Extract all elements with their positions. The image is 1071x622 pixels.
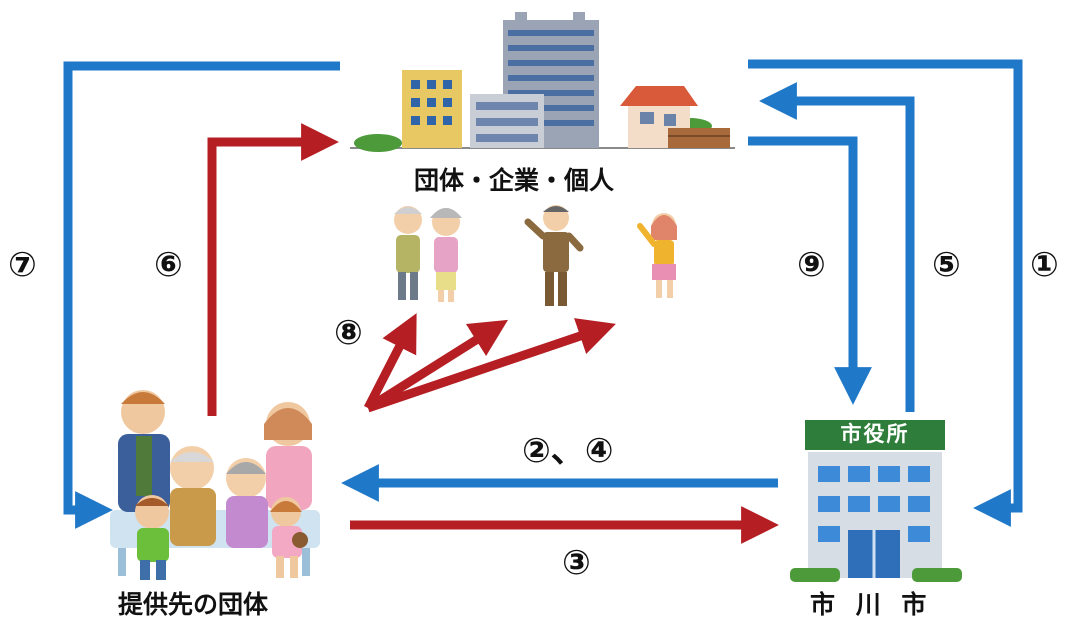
arrow-step-8a xyxy=(363,313,417,411)
city-hall-illustration xyxy=(790,420,962,582)
community-people-illustration xyxy=(394,205,677,306)
step-5-label: ⑤ xyxy=(932,245,961,285)
step-1-label: ① xyxy=(1030,245,1059,285)
step-2-4-label: ②、④ xyxy=(522,431,614,471)
city-hall-sign: 市役所 xyxy=(840,422,910,446)
arrow-step-6 xyxy=(207,123,339,416)
step-8-label: ⑧ xyxy=(334,313,363,353)
community-buildings-illustration xyxy=(350,12,735,152)
arrow-step-8b xyxy=(365,319,508,412)
city-label: 市 川 市 xyxy=(810,590,933,619)
step-7-label: ⑦ xyxy=(8,245,37,285)
step-3-label: ③ xyxy=(562,543,591,583)
arrow-step-5 xyxy=(759,82,915,412)
arrow-step-7 xyxy=(63,61,340,529)
arrow-step-8c xyxy=(366,318,616,413)
community-label: 団体・企業・個人 xyxy=(414,166,615,195)
arrow-step-9 xyxy=(748,136,872,405)
recipient-label: 提供先の団体 xyxy=(118,590,269,619)
recipient-group-illustration xyxy=(110,390,320,580)
arrow-step-1 xyxy=(748,59,1023,527)
step-6-label: ⑥ xyxy=(154,245,183,285)
step-9-label: ⑨ xyxy=(797,245,826,285)
